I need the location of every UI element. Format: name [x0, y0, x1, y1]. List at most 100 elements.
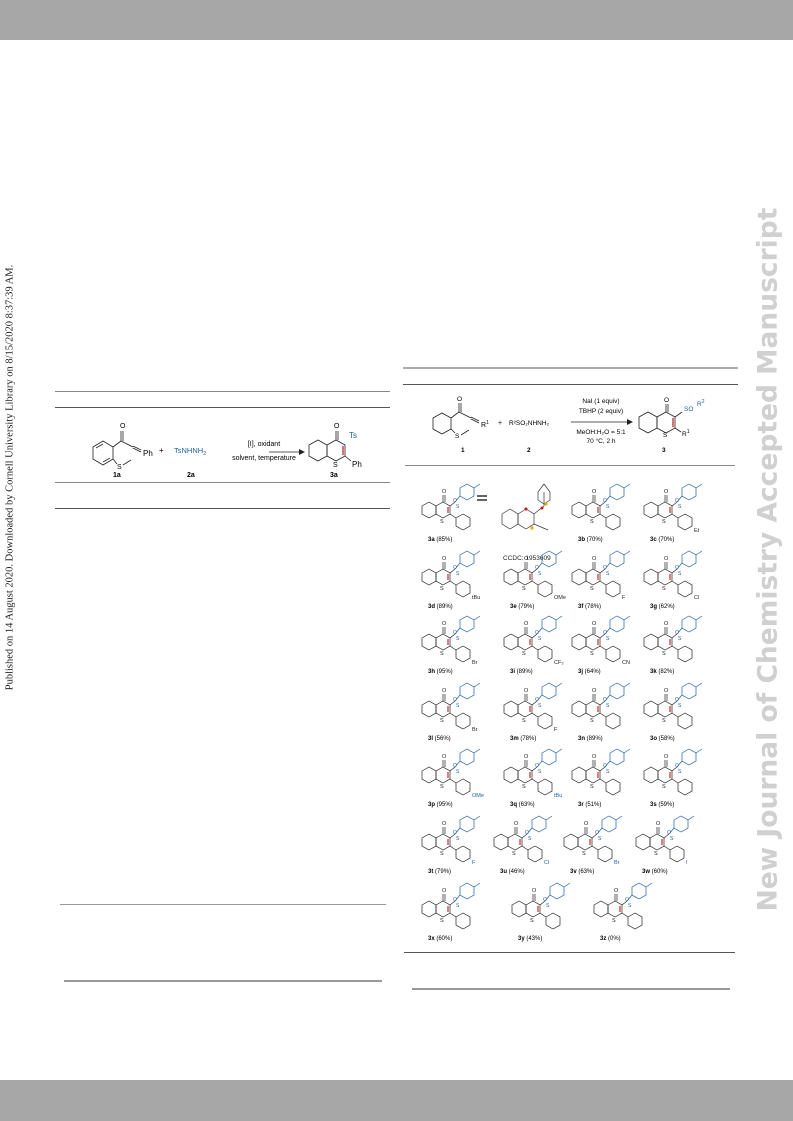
svg-text:O: O	[453, 498, 457, 504]
svg-text:O: O	[603, 498, 607, 504]
compound-label-3v: 3v (63%)	[570, 869, 594, 875]
svg-text:S: S	[590, 586, 594, 592]
svg-text:O: O	[543, 897, 547, 903]
svg-text:O: O	[664, 556, 669, 562]
s2-cond1: NaI (1 equiv)	[582, 398, 619, 405]
compound-label-3m: 3m (78%)	[510, 736, 536, 742]
svg-text:O: O	[442, 688, 447, 694]
s2-o2: O	[664, 397, 669, 404]
svg-text:S: S	[528, 836, 532, 842]
right-rule-4	[404, 952, 735, 953]
svg-text:O: O	[592, 556, 597, 562]
s1-ts: Ts	[349, 431, 357, 440]
svg-text:O: O	[667, 830, 671, 836]
s2-s2: S	[663, 432, 668, 439]
svg-text:O: O	[442, 821, 447, 827]
svg-text:O: O	[524, 556, 529, 562]
s2-o1: O	[457, 396, 462, 403]
bottom-bar	[0, 1080, 793, 1121]
svg-text:S: S	[440, 519, 444, 525]
substituent-3h: Br	[472, 660, 478, 666]
s2-plus: +	[498, 420, 502, 427]
svg-text:S: S	[522, 784, 526, 790]
svg-text:S: S	[522, 718, 526, 724]
svg-text:S: S	[662, 651, 666, 657]
s1-s2: S	[333, 462, 338, 469]
svg-text:S: S	[582, 851, 586, 857]
svg-text:S: S	[456, 571, 460, 577]
svg-text:S: S	[530, 918, 534, 924]
svg-text:O: O	[603, 565, 607, 571]
right-rule-5	[412, 988, 730, 990]
scheme-general: O R1 S 1 + R²SO₂NHNH₂ 2 NaI (1 equiv) TB…	[432, 396, 705, 454]
svg-text:S: S	[678, 636, 682, 642]
compound-label-3k: 3k (82%)	[650, 669, 674, 675]
compound-label-3y: 3y (43%)	[518, 936, 542, 942]
svg-text:S: S	[456, 836, 460, 842]
svg-text:S: S	[538, 769, 542, 775]
compound-label-3z: 3z (0%)	[600, 936, 621, 942]
substituent-3q: tBu	[554, 793, 562, 799]
s2-s1: S	[455, 433, 460, 440]
svg-text:O: O	[664, 489, 669, 495]
svg-text:S: S	[512, 851, 516, 857]
svg-text:S: S	[440, 586, 444, 592]
svg-text:O: O	[442, 888, 447, 894]
svg-text:S: S	[538, 636, 542, 642]
compound-3m: O S O S F3m (78%)	[503, 682, 563, 742]
svg-text:O: O	[592, 688, 597, 694]
svg-text:S: S	[590, 519, 594, 525]
svg-text:O: O	[535, 565, 539, 571]
svg-text:O: O	[592, 621, 597, 627]
compound-label-3s: 3s (59%)	[650, 802, 674, 808]
ccdc-label: CCDC: 1953609	[503, 555, 551, 562]
s1-label-1a: 1a	[113, 472, 121, 479]
substituent-3v: Br	[614, 860, 620, 866]
compound-3n: O S O S 3n (89%)	[571, 682, 631, 742]
svg-text:S: S	[522, 651, 526, 657]
s2-reagent: R²SO₂NHNH₂	[509, 420, 550, 427]
s2-label-1: 1	[461, 447, 465, 454]
svg-text:O: O	[453, 565, 457, 571]
svg-text:O: O	[442, 754, 447, 760]
s2-r1-product: R1	[682, 429, 690, 438]
svg-text:O: O	[603, 697, 607, 703]
compound-label-3w: 3w (60%)	[642, 869, 668, 875]
svg-text:O: O	[664, 688, 669, 694]
compound-3z: O S O S 3z (0%)	[593, 882, 653, 942]
s2-cond4: 70 °C, 2 h	[587, 437, 616, 445]
svg-text:S: S	[440, 784, 444, 790]
svg-text:S: S	[678, 504, 682, 510]
compound-label-3q: 3q (63%)	[510, 802, 535, 808]
svg-text:S: S	[456, 504, 460, 510]
s2-r2: R2	[697, 399, 705, 408]
svg-text:S: S	[538, 571, 542, 577]
s2-r1: R1	[481, 420, 489, 429]
svg-text:S: S	[606, 636, 610, 642]
svg-text:S: S	[662, 784, 666, 790]
compound-label-3r: 3r (51%)	[578, 802, 601, 808]
compound-label-3j: 3j (64%)	[578, 669, 601, 675]
accepted-manuscript-watermark: New Journal of Chemistry Accepted Manusc…	[752, 207, 784, 912]
substituent-3t: F	[472, 860, 476, 866]
left-rule-3	[55, 482, 390, 483]
svg-text:O: O	[532, 888, 537, 894]
svg-text:O: O	[664, 621, 669, 627]
compound-label-3n: 3n (89%)	[578, 736, 603, 742]
substituent-3u: Cl	[544, 860, 549, 866]
svg-text:S: S	[606, 769, 610, 775]
substituent-3l: Br	[472, 727, 478, 733]
compound-3x: O S O S 3x (60%)	[421, 882, 481, 942]
svg-text:O: O	[442, 621, 447, 627]
svg-text:O: O	[453, 763, 457, 769]
compound-label-3p: 3p (95%)	[428, 802, 453, 808]
svg-text:O: O	[675, 697, 679, 703]
